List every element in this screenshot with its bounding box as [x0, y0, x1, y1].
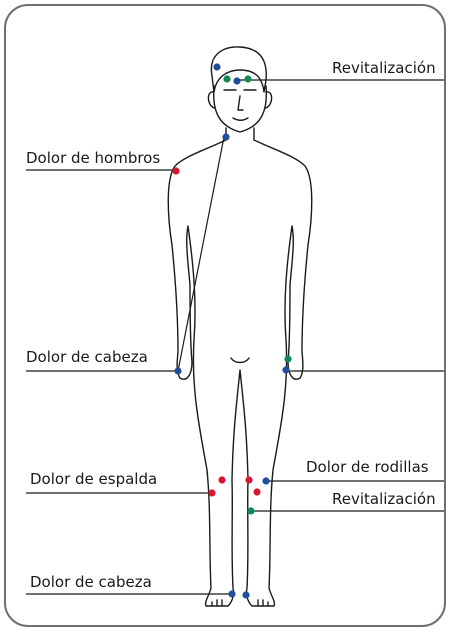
point-eye-left: [223, 75, 231, 83]
diagram-frame: [4, 4, 446, 627]
point-calf-left: [208, 489, 216, 497]
point-knee-right: [262, 477, 270, 485]
point-hand-left: [174, 367, 182, 375]
point-neck: [222, 133, 230, 141]
point-hand-right-upper: [284, 355, 292, 363]
point-eye-right: [244, 75, 252, 83]
point-foot-right: [242, 591, 250, 599]
point-shin-right: [247, 507, 255, 515]
point-head-crown: [213, 63, 221, 71]
label-dolor-espalda: Dolor de espalda: [30, 470, 158, 488]
point-calf-right: [253, 488, 261, 496]
label-dolor-cabeza-feet: Dolor de cabeza: [30, 573, 152, 591]
leader-neck-to-hand: [177, 136, 225, 372]
label-dolor-rodillas: Dolor de rodillas: [306, 458, 429, 476]
body-outline: [167, 46, 313, 607]
label-revitalizacion-leg: Revitalización: [332, 490, 436, 508]
point-knee-center: [245, 476, 253, 484]
point-foot-left: [228, 590, 236, 598]
point-hand-right: [282, 366, 290, 374]
label-revitalizacion-head: Revitalización: [332, 59, 436, 77]
leader-lines: [26, 79, 444, 595]
label-dolor-cabeza-hands: Dolor de cabeza: [26, 348, 148, 366]
acupoints: [172, 63, 292, 599]
label-dolor-hombros: Dolor de hombros: [26, 149, 161, 167]
point-shoulder: [172, 167, 180, 175]
point-knee-left: [218, 476, 226, 484]
point-brow-center: [233, 77, 241, 85]
